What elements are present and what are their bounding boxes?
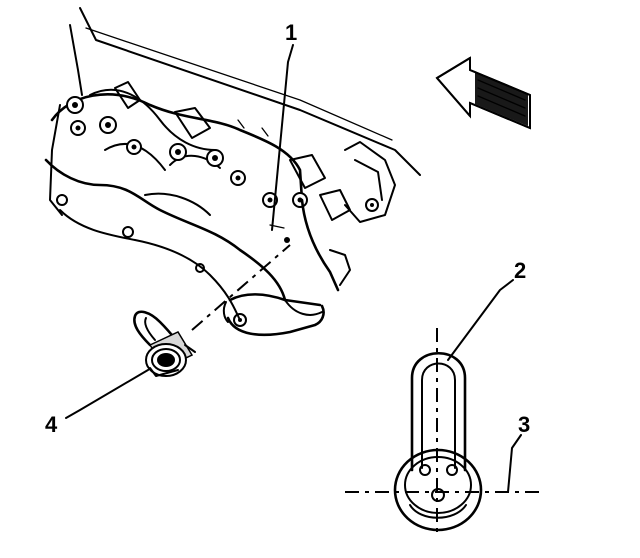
sensor-orientation-detail (345, 328, 540, 535)
manifold-bolt (99, 116, 117, 134)
exhaust-manifold-assembly (44, 7, 421, 337)
oxygen-sensor (133, 310, 196, 377)
callout-1: 1 (285, 20, 297, 45)
callout-2: 2 (514, 258, 526, 283)
installation-centerline (191, 244, 291, 331)
manifold-bolt (230, 170, 246, 186)
manifold-bolt (70, 120, 86, 136)
view-direction-arrow-icon (435, 56, 531, 130)
manifold-bolt (206, 149, 224, 167)
manifold-bolt (292, 192, 308, 208)
manifold-bolt (66, 96, 84, 114)
manifold-bolt (126, 139, 142, 155)
manifold-bolt (262, 192, 278, 208)
manifold-bolt (169, 143, 187, 161)
callout-4: 4 (45, 412, 58, 437)
leader-lines (65, 44, 522, 493)
callout-3: 3 (518, 412, 530, 437)
